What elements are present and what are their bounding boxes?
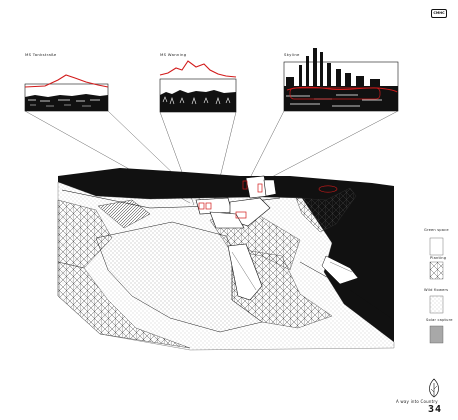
page-number: 34 bbox=[428, 404, 443, 415]
logo-badge: CMHC bbox=[431, 9, 447, 18]
legend-label-green-space: Green space bbox=[424, 228, 449, 232]
photo-label-3: Skyline bbox=[284, 52, 300, 57]
swatch-wild-flowers bbox=[429, 295, 444, 314]
photo-label-2: MS Wanning bbox=[160, 52, 187, 57]
swatch-solar-capture bbox=[429, 325, 444, 344]
legend-label-wild-flowers: Wild flowers bbox=[424, 288, 449, 292]
legend-swatches bbox=[429, 237, 444, 344]
swatch-green-space bbox=[429, 237, 444, 256]
site-plan bbox=[57, 168, 395, 351]
photo-2 bbox=[159, 60, 237, 113]
legend-label-solar-capture: Solar capture bbox=[426, 318, 453, 322]
photo-label-1: MS Tankstraße bbox=[25, 52, 57, 57]
photo-3 bbox=[283, 48, 399, 112]
leaf-icon bbox=[429, 378, 439, 398]
swatch-planting bbox=[429, 261, 444, 280]
photo-1 bbox=[24, 74, 109, 112]
footer-caption: A way into Country bbox=[396, 399, 438, 404]
legend-label-planting: Planting bbox=[430, 256, 447, 260]
